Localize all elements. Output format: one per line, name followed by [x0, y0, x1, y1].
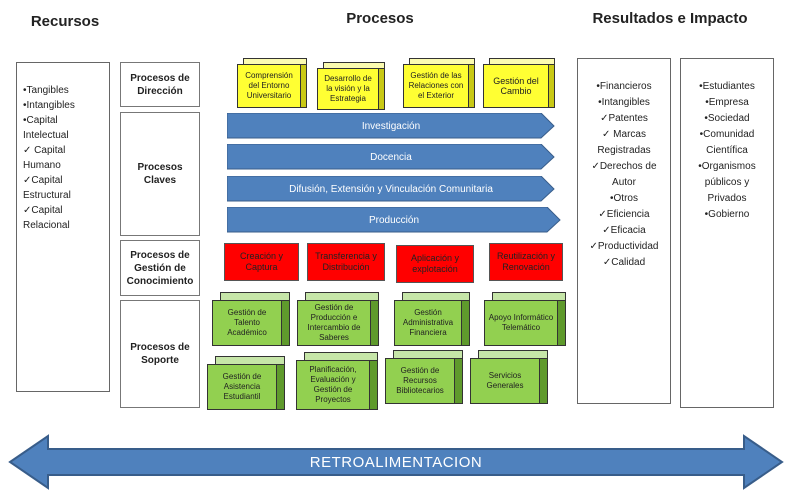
row-label-gestion: Procesos de Gestión de Conocimiento [120, 240, 200, 296]
cube-cambio: Gestión del Cambio [483, 58, 555, 108]
feedback-label: RETROALIMENTACION [309, 453, 483, 471]
impact-item: •Gobierno [704, 209, 750, 220]
header-processes: Procesos [346, 10, 414, 27]
cube-produccion-saberes: Gestión de Producción e Intercambio de S… [297, 292, 379, 346]
cube-servicios: Servicios Generales [470, 350, 548, 404]
result-item: ✓Eficacia [602, 225, 646, 236]
cube-talento: Gestión de Talento Académico [212, 292, 290, 346]
header-results: Resultados e Impacto [592, 10, 748, 27]
resource-item: ✓ Capital Humano [23, 145, 66, 171]
double-arrow-shape [8, 434, 784, 490]
cube-entorno: Comprensión del Entorno Universitario [237, 58, 307, 108]
result-item: •Financieros [596, 81, 652, 92]
resource-item: ✓Capital [23, 205, 63, 216]
result-item: ✓ Marcas [602, 129, 646, 140]
cube-administrativa: Gestión Administrativa Financiera [394, 292, 470, 346]
resource-item: •Capital Intelectual [23, 115, 69, 141]
cube-planificacion: Planificación, Evaluación y Gestión de P… [296, 352, 378, 410]
gestion-transferencia: Transferencia y Distribución [307, 243, 385, 281]
result-item: ✓Derechos de [591, 161, 657, 172]
result-item: •Intangibles [598, 97, 650, 108]
result-item: Autor [612, 177, 636, 188]
gestion-creacion: Creación y Captura [224, 243, 299, 281]
impact-item: Científica [706, 145, 748, 156]
impact-item: •Sociedad [704, 113, 750, 124]
result-item: ✓Patentes [600, 113, 648, 124]
result-item: Registradas [597, 145, 651, 156]
cube-relaciones: Gestión de las Relaciones con el Exterio… [403, 58, 475, 108]
arrow-shape [226, 112, 555, 139]
impact-box: •Estudiantes •Empresa •Sociedad •Comunid… [680, 58, 774, 408]
arrow-investigacion: Investigación [226, 112, 555, 139]
result-item: ✓Productividad [589, 241, 659, 252]
cube-asistencia: Gestión de Asistencia Estudiantil [207, 356, 285, 410]
gestion-reutilizacion: Reutilización y Renovación [489, 243, 563, 281]
arrow-docencia: Docencia [226, 143, 555, 170]
result-item: •Otros [610, 193, 638, 204]
resource-item: •Intangibles [23, 100, 75, 111]
feedback-arrow: RETROALIMENTACION [8, 432, 784, 492]
result-item: ✓Eficiencia [598, 209, 650, 220]
cube-informatico: Apoyo Informático Telemático [484, 292, 566, 346]
resource-item: ✓Capital [23, 175, 63, 186]
impact-item: •Organismos [698, 161, 756, 172]
resource-item: Relacional [23, 220, 70, 231]
arrow-shape [226, 206, 561, 233]
impact-item: públicos y [704, 177, 750, 188]
row-label-claves: Procesos Claves [120, 112, 200, 236]
row-label-direccion: Procesos de Dirección [120, 62, 200, 107]
cube-vision: Desarrollo de la visión y la Estrategia [317, 62, 385, 110]
result-item: ✓Calidad [602, 257, 646, 268]
resource-item: Estructural [23, 190, 71, 201]
results-box: •Financieros •Intangibles ✓Patentes ✓ Ma… [577, 58, 671, 404]
impact-item: Privados [707, 193, 747, 204]
gestion-aplicacion: Aplicación y explotación [396, 245, 474, 283]
arrow-shape [226, 175, 555, 202]
resources-box: •Tangibles •Intangibles •Capital Intelec… [16, 62, 110, 392]
impact-item: •Empresa [705, 97, 749, 108]
arrow-difusion: Difusión, Extensión y Vinculación Comuni… [226, 175, 555, 202]
header-resources: Recursos [30, 13, 100, 30]
cube-bibliotecarios: Gestión de Recursos Bibliotecarios [385, 350, 463, 404]
impact-item: •Estudiantes [699, 81, 755, 92]
resource-item: •Tangibles [23, 85, 69, 96]
impact-item: •Comunidad [699, 129, 755, 140]
row-label-soporte: Procesos de Soporte [120, 300, 200, 408]
arrow-shape [226, 143, 555, 170]
arrow-produccion: Producción [226, 206, 561, 233]
